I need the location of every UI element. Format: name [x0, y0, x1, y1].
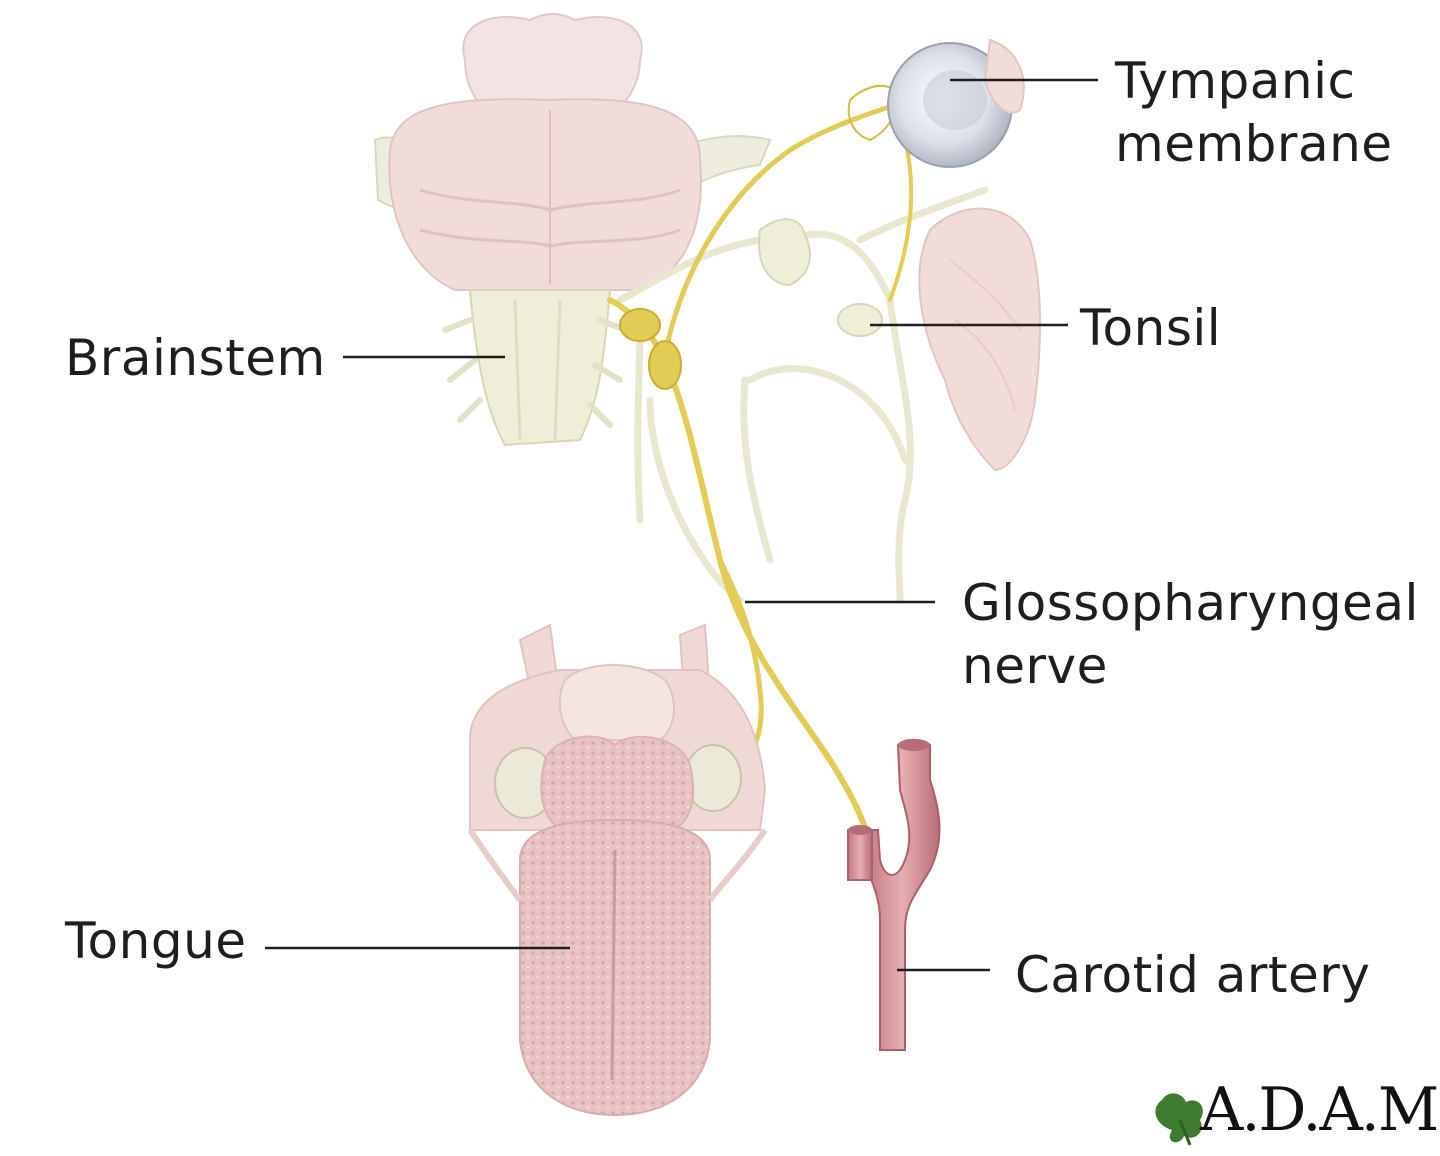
carotid-artery-label: Carotid artery: [1015, 946, 1371, 1004]
adam-leaf-logo: [1155, 1093, 1203, 1146]
adam-logo-text: A.D.A.M.: [1200, 1075, 1440, 1145]
brainstem-illustration: [373, 13, 772, 447]
tonsil-label: Tonsil: [1080, 299, 1222, 357]
leader-lines: [265, 78, 1098, 972]
glossopharyngeal-line-1: Glossopharyngeal: [962, 574, 1419, 632]
glossopharyngeal-line-2: nerve: [962, 636, 1108, 695]
tongue-illustration: [467, 623, 768, 1117]
tympanic-membrane-label: Tympanic membrane: [1115, 50, 1393, 175]
ganglion-shape: [758, 218, 811, 287]
carotid-artery-illustration: [847, 738, 941, 1051]
inferior-ganglion: [648, 340, 682, 390]
superior-ganglion: [619, 308, 661, 342]
parotid-gland: [918, 207, 1041, 472]
brainstem-label: Brainstem: [65, 329, 326, 387]
tonsil-shape: [837, 303, 883, 337]
glossopharyngeal-label: Glossopharyngeal nerve: [962, 572, 1419, 697]
tympanic-line-2: membrane: [1115, 114, 1393, 173]
tympanic-line-1: Tympanic: [1115, 52, 1356, 110]
tongue-label: Tongue: [65, 912, 247, 970]
